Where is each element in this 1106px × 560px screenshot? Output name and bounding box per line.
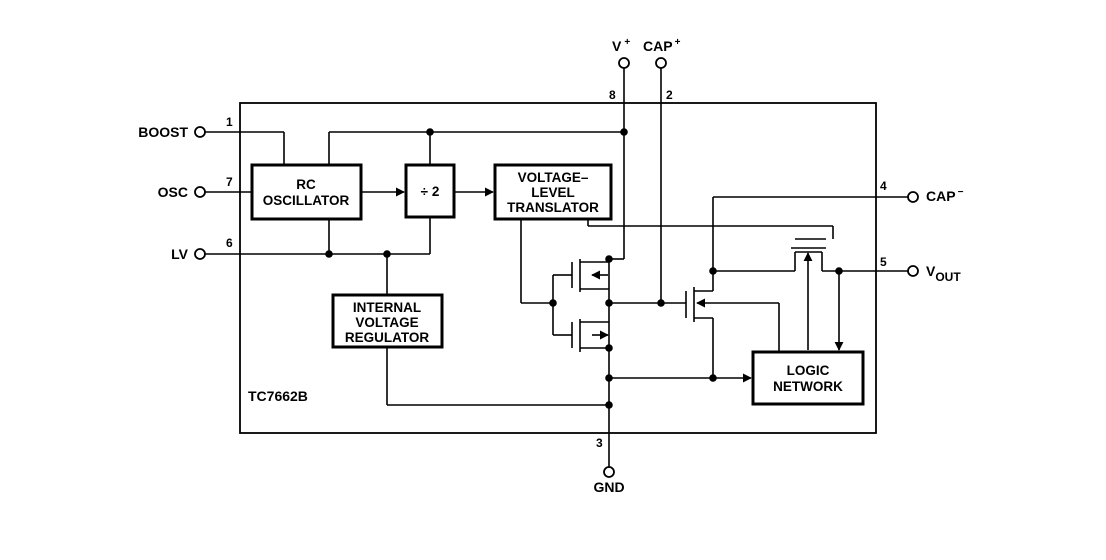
pin-capplus-number: 2: [666, 88, 673, 102]
rc-oscillator-line2: OSCILLATOR: [263, 193, 350, 208]
pin-osc-label: OSC: [158, 184, 188, 200]
wires: [205, 68, 908, 472]
pin-vout-label: VOUT: [926, 263, 961, 284]
pin-vplus-label: V+: [612, 37, 630, 54]
regulator-line1: INTERNAL: [353, 300, 421, 315]
logic-network-block: LOGIC NETWORK: [751, 350, 865, 406]
translator-line1: VOLTAGE–: [518, 170, 589, 185]
pin-boost-label: BOOST: [138, 124, 188, 140]
logic-line2: NETWORK: [773, 379, 843, 394]
translator-line3: TRANSLATOR: [507, 200, 599, 215]
pin-vout-number: 5: [880, 255, 887, 269]
divide-by-two-block: ÷ 2: [404, 163, 456, 219]
pin-gnd-number: 3: [596, 436, 603, 450]
pin-gnd-label: GND: [593, 479, 624, 495]
part-number: TC7662B: [248, 388, 308, 404]
pin-capminus-number: 4: [880, 179, 887, 193]
chip-outline: [239, 102, 877, 434]
regulator-line2: VOLTAGE: [355, 315, 418, 330]
logic-line1: LOGIC: [787, 363, 830, 378]
pin-capminus-label: CAP−: [926, 187, 964, 204]
terminals: [194, 57, 919, 478]
pin-lv-number: 6: [226, 236, 233, 250]
rc-oscillator-block: RC OSCILLATOR: [250, 163, 363, 221]
regulator-line3: REGULATOR: [345, 330, 430, 345]
translator-line2: LEVEL: [531, 185, 575, 200]
pin-lv-label: LV: [171, 246, 189, 262]
divider-label: ÷ 2: [421, 184, 440, 199]
pin-boost-number: 1: [226, 115, 233, 129]
pin-osc-number: 7: [226, 175, 233, 189]
pin-capplus-label: CAP+: [643, 37, 681, 54]
pin-vplus-number: 8: [609, 88, 616, 102]
junctions: [325, 128, 843, 409]
rc-oscillator-line1: RC: [296, 177, 316, 192]
level-translator-block: VOLTAGE– LEVEL TRANSLATOR: [493, 163, 613, 221]
voltage-regulator-block: INTERNAL VOLTAGE REGULATOR: [331, 293, 444, 349]
